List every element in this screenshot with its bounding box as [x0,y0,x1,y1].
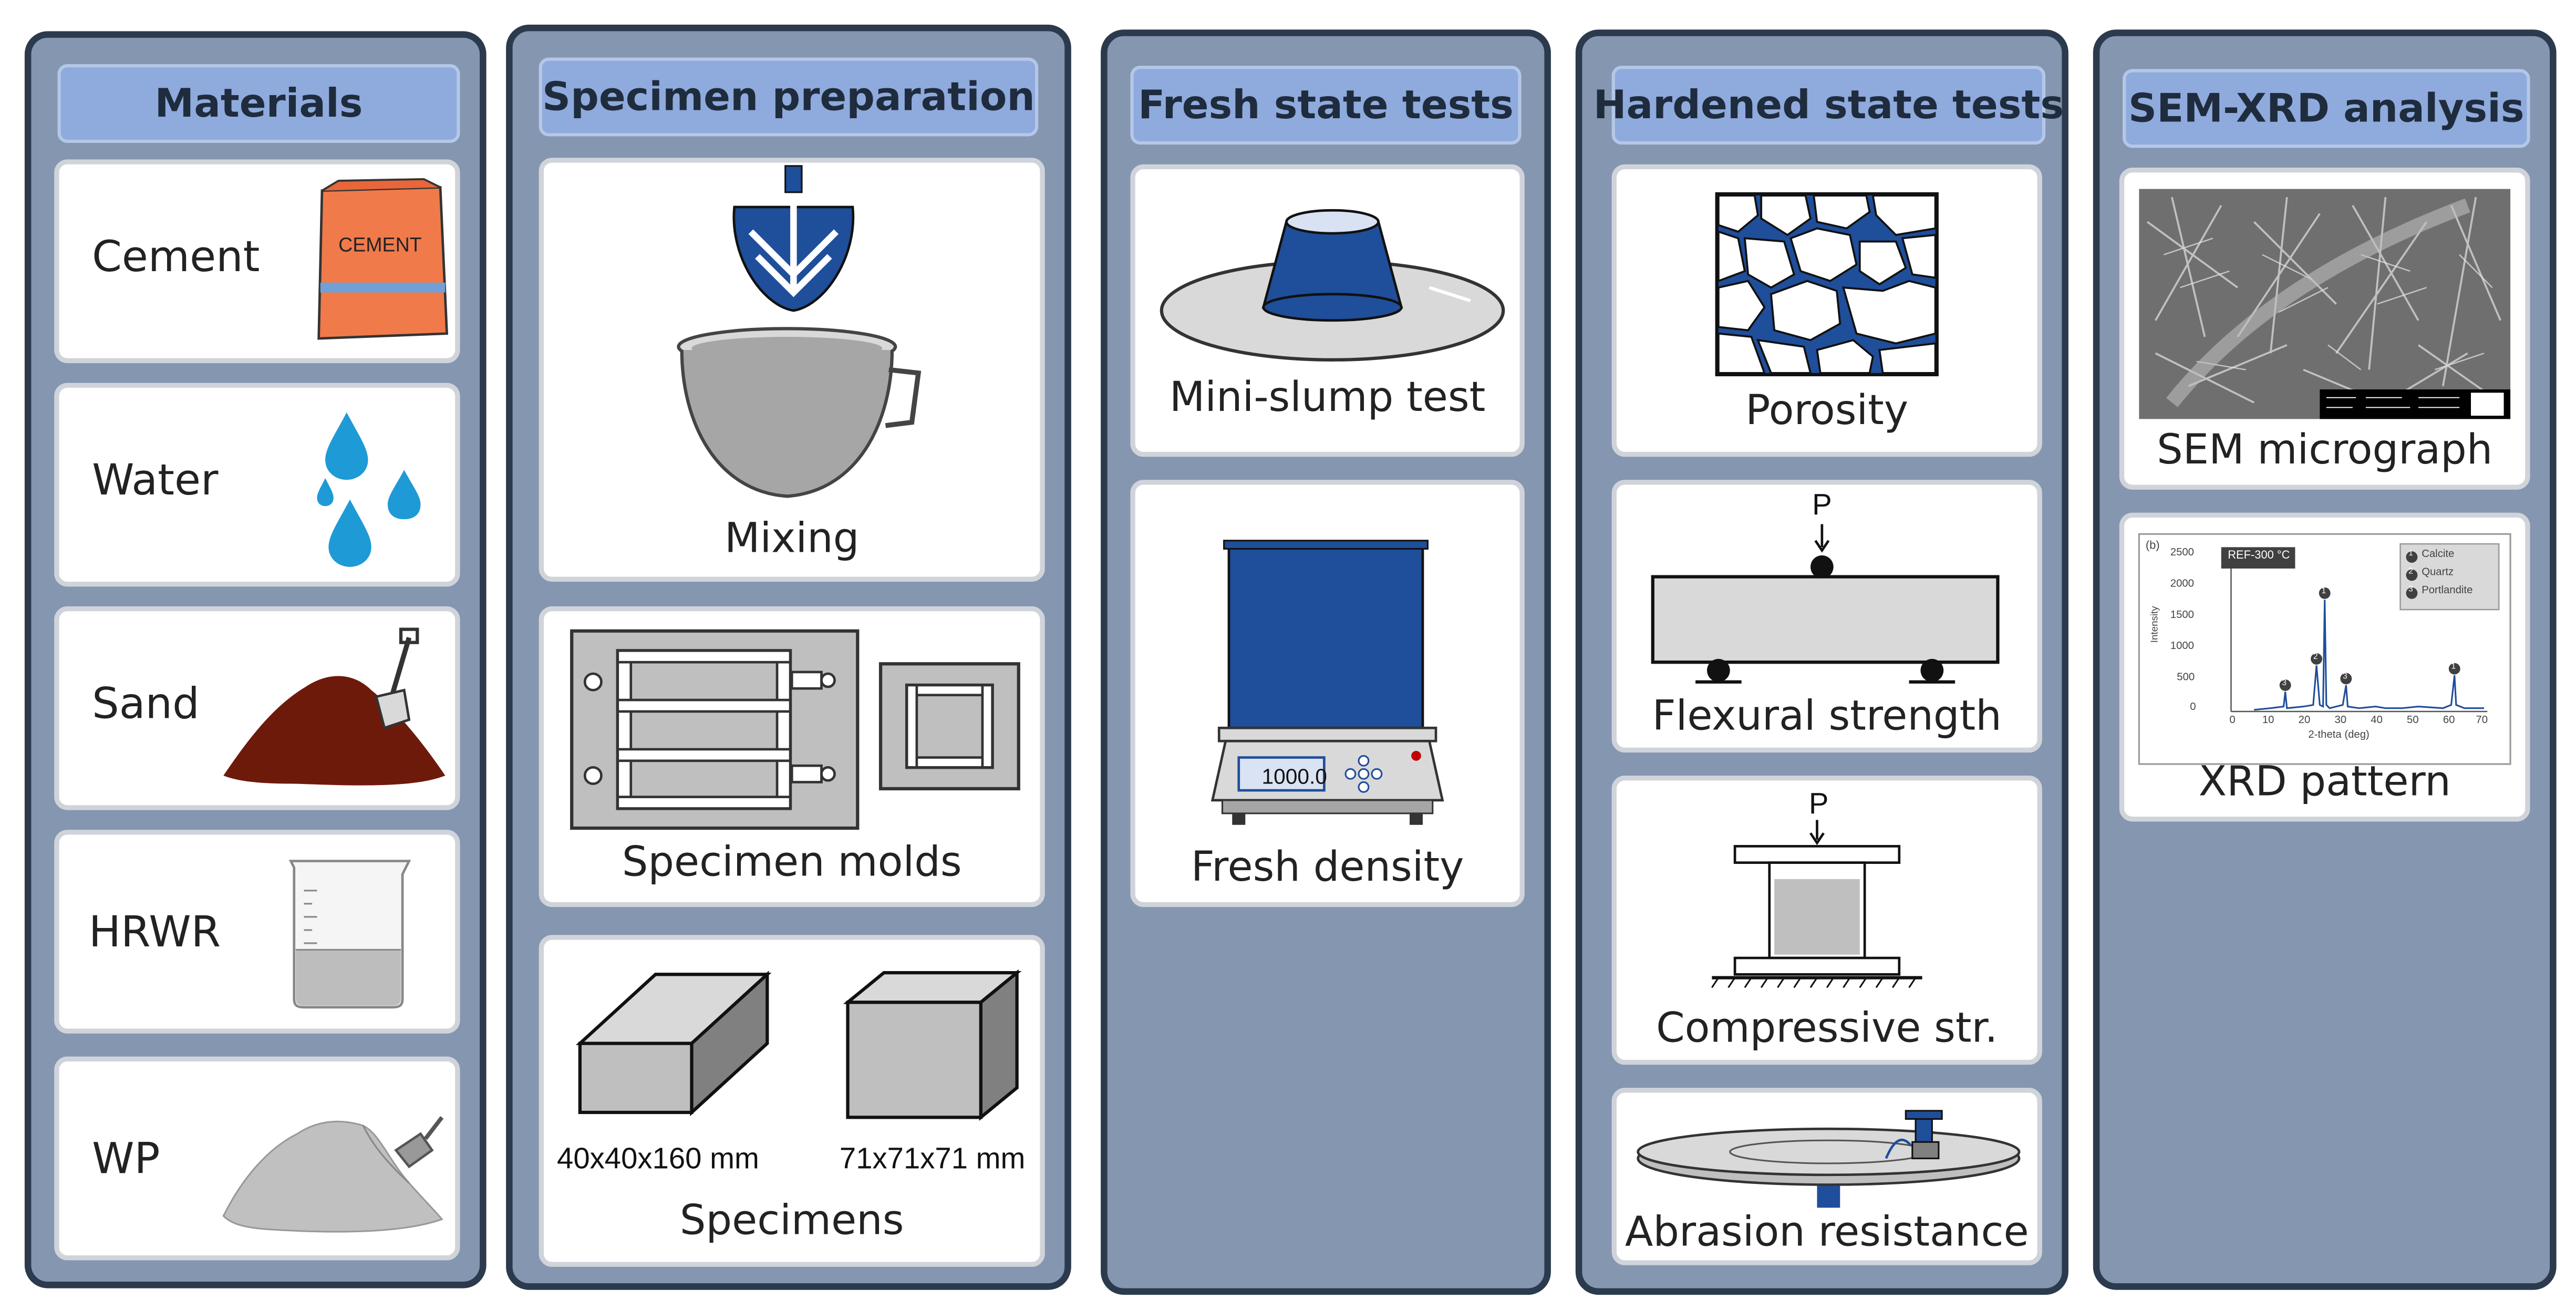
xrd-pattern-card: (b) REF-300 °C Intensity 2500 2000 1500 … [2119,512,2530,822]
mini-slump-label: Mini-slump test [1169,373,1486,421]
xrd-peak-label-calcite: 1 [2321,586,2326,597]
mini-slump-card: Mini-slump test [1130,164,1525,457]
fresh-density-label: Fresh density [1191,843,1464,891]
xrd-peak-label-portlandite: 3 [2343,672,2347,682]
xrd-ytick-1500: 1500 [2170,610,2195,622]
abrasion-test-icon [1637,1110,2021,1208]
xrd-legend-num-2: 2 [2408,566,2413,577]
fresh-state-tests-header: Fresh state tests [1130,66,1522,145]
cube-specimen-icon [843,969,1022,1121]
xrd-xtick-50: 50 [2407,715,2419,727]
specimen-preparation-header: Specimen preparation [539,57,1039,137]
xrd-legend-portlandite: Portlandite [2422,585,2473,597]
hrwr-card: HRWR [54,830,460,1034]
sem-xrd-analysis-column: SEM-XRD analysis SEM microgra [2093,29,2557,1290]
scale-display-value: 1000.0 [1261,764,1327,789]
flexural-strength-label: Flexural strength [1652,692,2002,740]
hardened-state-tests-column: Hardened state tests [1575,29,2068,1295]
fresh-density-card: 1000.0 Fresh density [1130,480,1525,907]
mixing-card: Mixing [539,158,1045,582]
xrd-ylabel: Intensity [2150,606,2161,643]
flexural-load-label: P [1812,488,1832,521]
xrd-legend-calcite: Calcite [2422,549,2455,561]
abrasion-resistance-card: Abrasion resistance [1611,1088,2042,1265]
slump-cone-icon [1160,209,1505,362]
specimens-card: 40x40x160 mm 71x71x71 mm Specimens [539,935,1045,1267]
specimen-molds-card: Specimen molds [539,606,1045,907]
cube-mold-icon [878,662,1020,791]
flexural-strength-card: P Flexural strength [1611,480,2042,753]
wp-label: WP [92,1135,160,1185]
compressive-strength-label: Compressive str. [1656,1004,1998,1052]
fresh-state-tests-column: Fresh state tests Mini-slump test [1101,29,1551,1295]
xrd-peak-label-calcite-2: 1 [2451,662,2456,672]
flexural-test-icon [1651,524,2000,684]
mixer-paddle-icon [732,165,855,312]
prism-dimension-label: 40x40x160 mm [557,1142,759,1175]
xrd-legend-num-3: 3 [2408,585,2413,595]
density-scale-icon [1211,540,1444,825]
xrd-ytick-2500: 2500 [2170,547,2195,559]
xrd-xtick-30: 30 [2334,715,2347,727]
water-card: Water [54,383,460,587]
sand-card: Sand [54,606,460,810]
xrd-xtick-0: 0 [2229,715,2236,727]
waste-powder-icon [222,1116,444,1233]
cement-bag-icon [317,178,448,340]
xrd-xtick-20: 20 [2298,715,2311,727]
sand-pile-icon [223,627,446,786]
sem-xrd-analysis-header: SEM-XRD analysis [2123,69,2530,148]
sand-label: Sand [92,680,200,730]
porosity-icon [1715,192,1939,377]
xrd-ytick-500: 500 [2177,672,2195,684]
prism-mold-icon [570,629,860,830]
cement-bag-text: CEMENT [338,233,422,256]
cement-card: Cement CEMENT [54,159,460,364]
xrd-ytick-0: 0 [2190,702,2196,714]
materials-header: Materials [57,64,460,143]
compressive-load-label: P [1808,787,1829,820]
specimen-molds-label: Specimen molds [622,838,962,886]
porosity-label: Porosity [1745,386,1909,434]
cement-label: Cement [92,233,260,283]
xrd-legend-num-1: 1 [2408,549,2413,559]
materials-column: Materials Cement CEMENT Water Sand [24,31,487,1288]
wp-card: WP [54,1056,460,1261]
cube-dimension-label: 71x71x71 mm [839,1142,1026,1175]
xrd-peak-label-quartz: 2 [2313,652,2318,663]
xrd-ytick-1000: 1000 [2170,641,2195,653]
hrwr-label: HRWR [88,909,221,958]
xrd-sample-tag: REF-300 °C [2228,550,2290,562]
sem-micrograph-label: SEM micrograph [2157,425,2493,473]
xrd-xlabel: 2-theta (deg) [2308,729,2370,741]
water-label: Water [92,457,219,507]
xrd-xtick-60: 60 [2443,715,2455,727]
xrd-pattern-label: XRD pattern [2198,757,2451,806]
specimen-preparation-column: Specimen preparation Mixing [506,24,1071,1290]
xrd-peak-label-portlandite-2: 3 [2282,678,2287,689]
xrd-legend-quartz: Quartz [2422,566,2454,579]
sem-micrograph-image [2139,189,2511,419]
sem-micrograph-card: SEM micrograph [2119,167,2530,490]
compressive-strength-card: P Compressive str. [1611,775,2042,1065]
water-drops-icon [317,412,421,567]
prism-specimen-icon [575,971,772,1117]
mixing-label: Mixing [725,514,860,562]
xrd-xtick-70: 70 [2476,715,2488,727]
mixing-bowl-icon [677,327,922,498]
abrasion-resistance-label: Abrasion resistance [1625,1208,2029,1256]
compressive-test-icon [1711,820,1922,988]
xrd-panel-label: (b) [2145,540,2160,552]
porosity-card: Porosity [1611,164,2042,457]
xrd-ytick-2000: 2000 [2170,578,2195,590]
specimens-label: Specimens [679,1196,904,1244]
hardened-state-tests-header: Hardened state tests [1594,66,2064,145]
xrd-xtick-10: 10 [2262,715,2274,727]
xrd-chart [2138,533,2511,765]
beaker-icon [288,860,411,1009]
xrd-xtick-40: 40 [2371,715,2383,727]
